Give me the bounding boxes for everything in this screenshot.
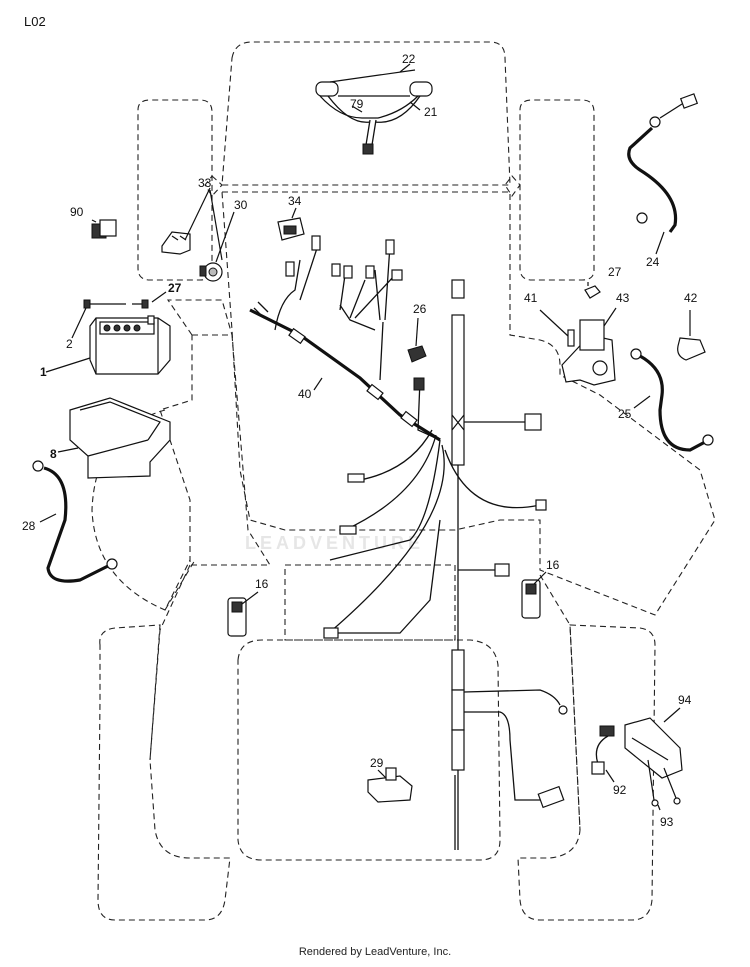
battery-cable-24 xyxy=(627,93,699,233)
callout-40: 40 xyxy=(298,387,312,401)
relay-90 xyxy=(91,219,117,239)
callout-94: 94 xyxy=(678,693,692,707)
switch-16-right xyxy=(521,579,541,619)
switch-33 xyxy=(161,231,191,255)
footer-credit: Rendered by LeadVenture, Inc. xyxy=(298,946,452,958)
callout-24: 24 xyxy=(646,255,660,269)
callout-43: 43 xyxy=(616,291,630,305)
terminal-boot-42 xyxy=(677,337,706,361)
callout-16-left: 16 xyxy=(255,577,269,591)
callout-41: 41 xyxy=(524,291,538,305)
callout-34: 34 xyxy=(288,194,302,208)
diagram-code: L02 xyxy=(24,14,46,29)
callout-26: 26 xyxy=(413,302,427,316)
battery-1 xyxy=(83,299,171,375)
callout-30: 30 xyxy=(234,198,248,212)
battery-tray-8 xyxy=(69,397,171,479)
callout-27-solenoid: 27 xyxy=(608,265,622,279)
leader-lines xyxy=(39,63,691,811)
callout-21: 21 xyxy=(424,105,438,119)
callout-93: 93 xyxy=(660,815,674,829)
key-switch-30 xyxy=(199,262,223,282)
callout-42: 42 xyxy=(684,291,698,305)
callout-27-battery: 27 xyxy=(168,281,182,295)
connector-92 xyxy=(591,725,615,775)
vertical-harness xyxy=(451,279,568,850)
module-94 xyxy=(624,717,683,779)
screws-93 xyxy=(647,759,681,807)
callout-29: 29 xyxy=(370,756,384,770)
callout-90: 90 xyxy=(70,205,84,219)
callout-16-right: 16 xyxy=(546,558,560,572)
callout-2: 2 xyxy=(66,337,73,351)
callout-33: 33 xyxy=(198,176,212,190)
ground-cable-28 xyxy=(32,460,118,583)
callout-8: 8 xyxy=(50,447,57,461)
callout-92: 92 xyxy=(613,783,627,797)
callout-28: 28 xyxy=(22,519,36,533)
cable-25 xyxy=(630,348,714,452)
callout-79: 79 xyxy=(350,97,364,111)
switch-29 xyxy=(367,767,413,803)
switch-34 xyxy=(277,217,305,241)
callout-22: 22 xyxy=(402,52,416,66)
callout-1: 1 xyxy=(40,365,47,379)
starter-solenoid-43 xyxy=(561,285,616,386)
wire-harness-40 xyxy=(249,235,547,639)
callout-25: 25 xyxy=(618,407,632,421)
relay-26 xyxy=(407,345,427,363)
callout-labels: 22 79 21 33 30 34 90 27 2 1 26 40 8 28 1… xyxy=(22,52,698,829)
switch-16-left xyxy=(227,597,247,637)
headlight-assembly xyxy=(315,69,433,155)
